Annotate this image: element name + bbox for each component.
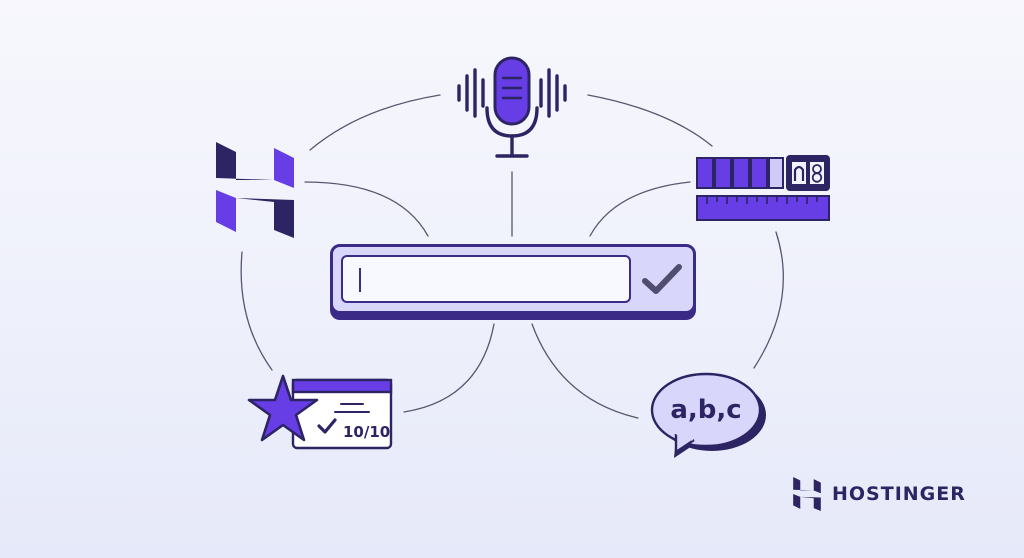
rating-score: 10/10 (343, 423, 391, 441)
brand-name: HOSTINGER (832, 483, 966, 505)
checkmark-icon[interactable] (639, 257, 685, 301)
speech-bubble-icon (650, 372, 766, 458)
hostinger-logo-icon (216, 142, 294, 238)
brand-logo[interactable]: HOSTINGER (792, 476, 966, 512)
text-caret (359, 268, 361, 292)
speech-bubble-text: a,b,c (670, 395, 742, 425)
star-rating-card-icon (247, 374, 393, 450)
password-strength-meter-icon (696, 155, 830, 221)
input-field[interactable] (341, 255, 631, 303)
text-input-box[interactable] (330, 244, 696, 314)
microphone-icon (457, 56, 567, 158)
hostinger-brand-icon (793, 477, 821, 511)
